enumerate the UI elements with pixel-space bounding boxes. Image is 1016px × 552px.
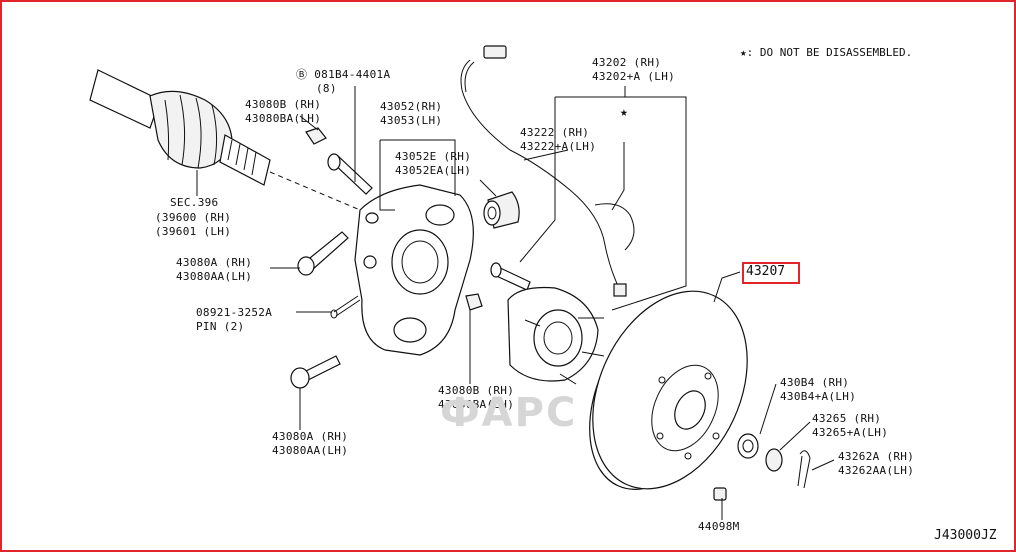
pin[interactable] xyxy=(330,295,361,319)
bolt-left[interactable] xyxy=(297,231,349,276)
watermark: ФАРС xyxy=(440,390,578,436)
abs-sensor[interactable] xyxy=(460,45,635,297)
callout-shaft-lh: (39601 (LH) xyxy=(155,225,232,238)
callout-hub-rh: 43202 (RH) xyxy=(592,56,662,69)
callout-knuckle-rh: 43052(RH) xyxy=(380,100,443,113)
callout-bolt-lower-rh: 43080A (RH) xyxy=(272,430,349,443)
steering-knuckle[interactable] xyxy=(354,184,474,356)
driveshaft[interactable] xyxy=(89,69,361,211)
wheel-nut[interactable] xyxy=(737,433,759,459)
washer[interactable] xyxy=(765,448,783,472)
callout-bolt-std: Ⓑ 081B4-4401A xyxy=(296,68,391,81)
callout-bolt-a-rh: 43080A (RH) xyxy=(176,256,253,269)
callout-hub-lh: 43202+A (LH) xyxy=(592,70,676,83)
callout-pin-code: 08921-3252A xyxy=(196,306,273,319)
star-icon: ★ xyxy=(740,46,747,59)
nut-upper[interactable] xyxy=(305,127,327,145)
hub-bolt[interactable] xyxy=(490,262,531,291)
cotter-pin[interactable] xyxy=(797,450,811,489)
callout-bushing-rh: 43052E (RH) xyxy=(395,150,472,163)
callout-cap: 44098M xyxy=(698,520,740,533)
callout-nut-rh: 43080B (RH) xyxy=(245,98,322,111)
callout-bolt-a-lh: 43080AA(LH) xyxy=(176,270,253,283)
callout-nut-b-rh: 43080B (RH) xyxy=(438,384,515,397)
callout-pin-qty: PIN (2) xyxy=(196,320,245,333)
highlighted-part-number[interactable]: 43207 xyxy=(746,264,786,279)
highlight-box[interactable] xyxy=(742,262,800,284)
disassembly-note: ★: DO NOT BE DISASSEMBLED. xyxy=(740,46,912,59)
brake-disc[interactable] xyxy=(562,266,778,514)
callout-cotter-rh: 43262A (RH) xyxy=(838,450,915,463)
bolt-upper[interactable] xyxy=(327,153,373,195)
callout-washer-rh: 43265 (RH) xyxy=(812,412,882,425)
callout-bolt-qty: (8) xyxy=(316,82,337,95)
note-text: : DO NOT BE DISASSEMBLED. xyxy=(746,46,913,59)
callout-nut-lh: 43080BA(LH) xyxy=(245,112,322,125)
callout-bushing-lh: 43052EA(LH) xyxy=(395,164,472,177)
callout-cotter-lh: 43262AA(LH) xyxy=(838,464,915,477)
nut-lower[interactable] xyxy=(465,293,483,311)
bolt-lower[interactable] xyxy=(290,355,341,389)
callout-shaft-rh: (39600 (RH) xyxy=(155,211,232,224)
callout-sec: SEC.396 xyxy=(170,196,219,209)
bushing[interactable] xyxy=(483,191,520,229)
wheel-hub[interactable] xyxy=(507,286,605,385)
callout-nut-b-lh: 43080BA(LH) xyxy=(438,398,515,411)
callout-sensor-rh: 43222 (RH) xyxy=(520,126,590,139)
callout-wheel-nut-lh: 430B4+A(LH) xyxy=(780,390,857,403)
callout-knuckle-lh: 43053(LH) xyxy=(380,114,443,127)
leader-lines xyxy=(196,86,835,520)
callout-washer-lh: 43265+A(LH) xyxy=(812,426,889,439)
callout-sensor-lh: 43222+A(LH) xyxy=(520,140,597,153)
callout-wheel-nut-rh: 430B4 (RH) xyxy=(780,376,850,389)
sheet-code: J43000JZ xyxy=(934,528,997,543)
star-marker-icon: ★ xyxy=(620,105,629,120)
cap[interactable] xyxy=(713,487,727,501)
callout-bolt-lower-lh: 43080AA(LH) xyxy=(272,444,349,457)
